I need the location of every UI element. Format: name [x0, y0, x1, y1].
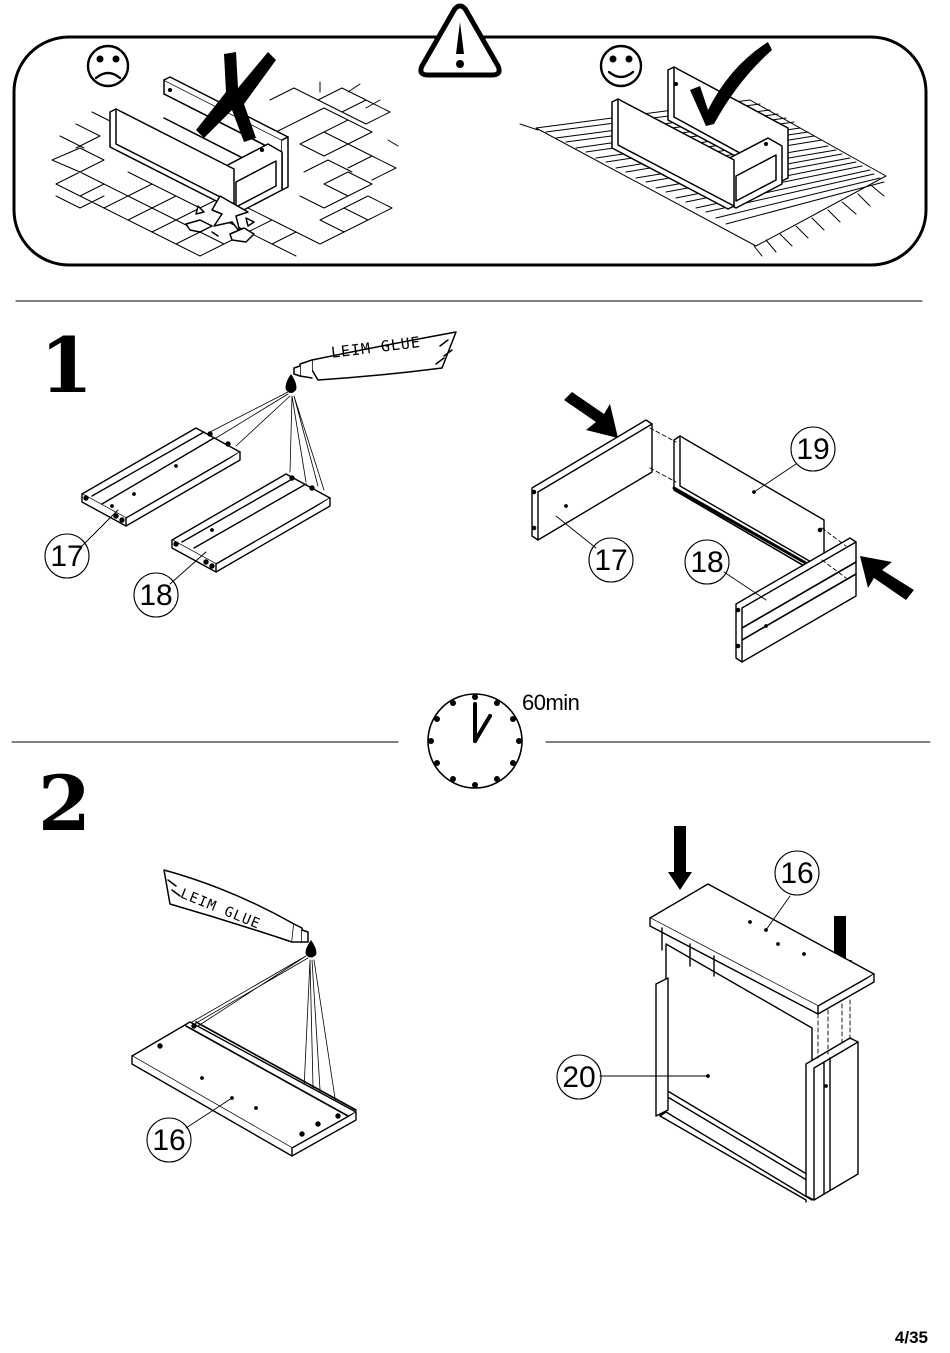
sad-face-icon [88, 46, 128, 86]
warning-triangle-icon [420, 2, 500, 76]
step2-top-assembly [557, 826, 874, 1202]
glue-drop-icon [286, 374, 297, 393]
step-number-2: 2 [38, 766, 91, 842]
part-18-panel [172, 474, 330, 572]
callout-label-17: 17 [589, 544, 633, 578]
timer-label: 60min [522, 690, 579, 716]
callout-label-19: 19 [791, 433, 835, 467]
step-number-1: 1 [40, 328, 93, 404]
step1-glue-application [45, 332, 456, 617]
smiley-face-icon [601, 46, 641, 86]
callout-label-18: 18 [134, 579, 178, 613]
page-number: 4/35 [895, 1328, 928, 1348]
callout-label-17: 17 [45, 540, 89, 574]
arrow-icon [860, 556, 914, 600]
glue-tube-icon [164, 870, 308, 942]
cabinet-on-hard-floor [110, 77, 288, 214]
callout-label-16: 16 [775, 857, 819, 891]
warning-panel [14, 2, 926, 265]
callout-label-16: 16 [147, 1124, 191, 1158]
step1-frame-assembly [532, 392, 914, 662]
callout-label-18: 18 [685, 546, 729, 580]
part-17-panel [82, 428, 240, 526]
clock-icon [428, 694, 522, 788]
arrow-icon [564, 392, 618, 438]
callout-label-20: 20 [557, 1061, 601, 1095]
arrow-icon [668, 826, 692, 890]
